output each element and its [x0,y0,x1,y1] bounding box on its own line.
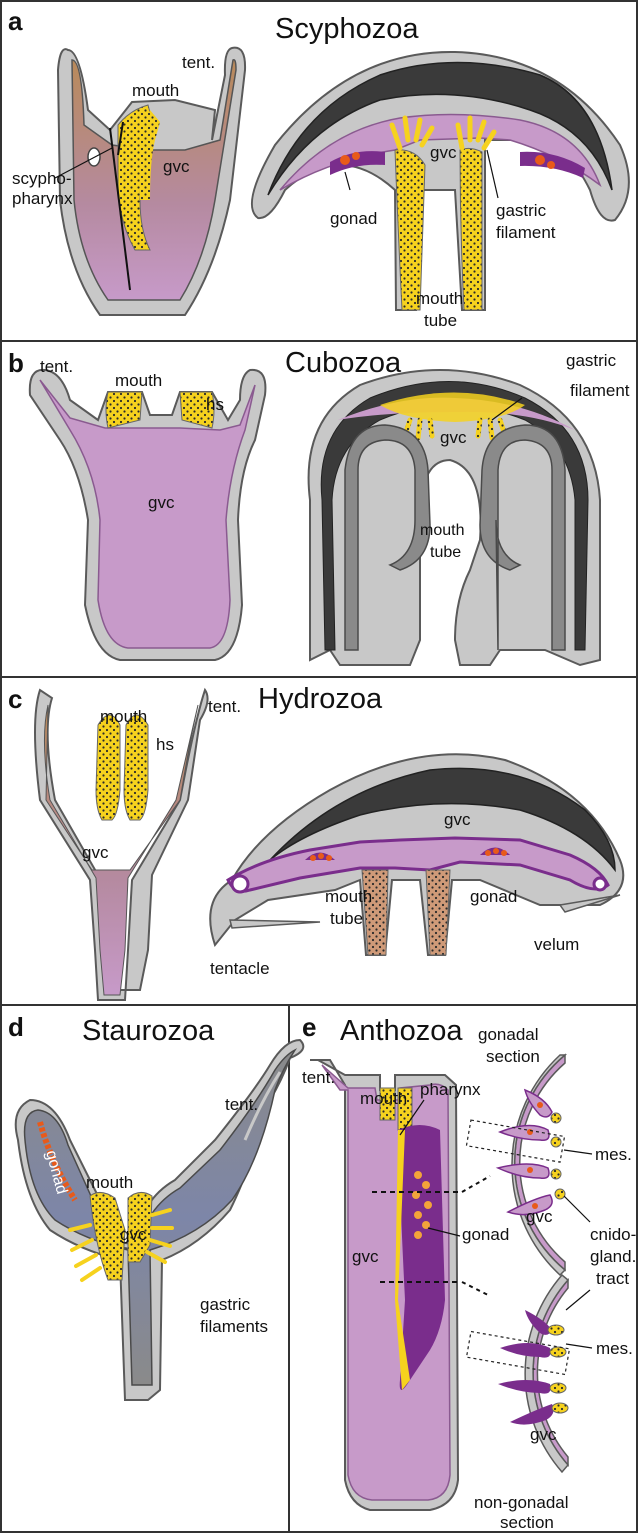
panel-letter-b: b [8,348,24,378]
staurozoa-body [16,1040,304,1400]
label-b-mouth: mouth [115,371,162,390]
panel-b: b Cubozoa tent. mouth hs gvc gastric fil… [8,347,630,665]
label-c-mouthtube2: tube [330,909,363,928]
panel-d: d Staurozoa tent. mouth gonad gvc gastri… [8,1012,303,1400]
label-e-gonad: gonad [462,1225,509,1244]
label-c-mouth: mouth [100,707,147,726]
label-a-scypho1: scypho- [12,169,72,188]
label-e-cnido1: cnido- [590,1225,636,1244]
label-e-mouth: mouth [360,1089,407,1108]
label-b-tent: tent. [40,357,73,376]
label-b-mouthtube1: mouth [420,522,464,539]
panel-c: c Hydrozoa tent. mouth hs gvc gvc [8,683,623,1000]
label-e-cnido2: gland. [590,1247,636,1266]
label-e-tent: tent. [302,1068,335,1087]
label-e-mes1: mes. [595,1145,632,1164]
label-e-cnido3: tract [596,1269,629,1288]
label-c-gonad: gonad [470,887,517,906]
label-e-pharynx: pharynx [420,1080,481,1099]
label-b-gvc-left: gvc [148,493,175,512]
label-a-mouth: mouth [132,81,179,100]
label-e-gvc-sec1: gvc [526,1207,553,1226]
panel-title-e: Anthozoa [340,1015,463,1047]
panel-e: e Anthozoa [302,1012,636,1532]
label-a-gonad: gonad [330,209,377,228]
label-a-mouthtube1: mouth [416,289,463,308]
panel-letter-c: c [8,684,22,714]
label-e-gonadal1: gonadal [478,1025,539,1044]
label-d-gastric1: gastric [200,1295,251,1314]
hydrozoa-medusa [210,754,623,955]
panel-title-c: Hydrozoa [258,683,383,715]
label-e-nongonadal2: section [500,1513,554,1532]
panel-title-d: Staurozoa [82,1015,215,1047]
label-a-tent: tent. [182,53,215,72]
label-d-mouth: mouth [86,1173,133,1192]
panel-letter-a: a [8,6,23,36]
label-c-hs: hs [156,735,174,754]
label-e-gvc-sec2: gvc [530,1425,557,1444]
label-e-mes2: mes. [596,1339,633,1358]
label-e-nongonadal1: non-gonadal [474,1493,569,1512]
label-b-gastric2: filament [570,381,630,400]
label-d-gvc: gvc [120,1225,147,1244]
label-a-mouthtube2: tube [424,311,457,330]
panel-title-a: Scyphozoa [275,13,419,45]
label-c-mouthtube1: mouth [325,887,372,906]
panel-a: a Scyphozoa tent. mouth scypho- pharynx … [8,6,629,330]
hydrozoa-polyp [35,690,208,1000]
label-e-gvc-main: gvc [352,1247,379,1266]
scyphozoa-medusa [252,52,629,310]
panel-letter-d: d [8,1012,24,1042]
panel-title-b: Cubozoa [285,347,402,379]
cubozoa-medusa [309,370,600,665]
label-e-gonadal2: section [486,1047,540,1066]
label-c-gvc-right: gvc [444,810,471,829]
label-d-gastric2: filaments [200,1317,268,1336]
label-a-gastric1: gastric [496,201,547,220]
label-c-tent: tent. [208,697,241,716]
label-b-mouthtube2: tube [430,544,461,561]
label-a-gvc-right: gvc [430,143,457,162]
label-b-gastric1: gastric [566,351,617,370]
label-c-velum: velum [534,935,579,954]
label-a-gvc-left: gvc [163,157,190,176]
label-b-gvc-right: gvc [440,428,467,447]
label-a-gastric2: filament [496,223,556,242]
panel-letter-e: e [302,1012,316,1042]
label-c-gvc-left: gvc [82,843,109,862]
label-b-hs: hs [206,395,224,414]
anthozoa-polyp [310,1060,490,1510]
label-c-tentacle: tentacle [210,959,270,978]
label-a-scypho2: pharynx [12,189,73,208]
label-d-tent: tent. [225,1095,258,1114]
cubozoa-polyp [30,370,266,660]
